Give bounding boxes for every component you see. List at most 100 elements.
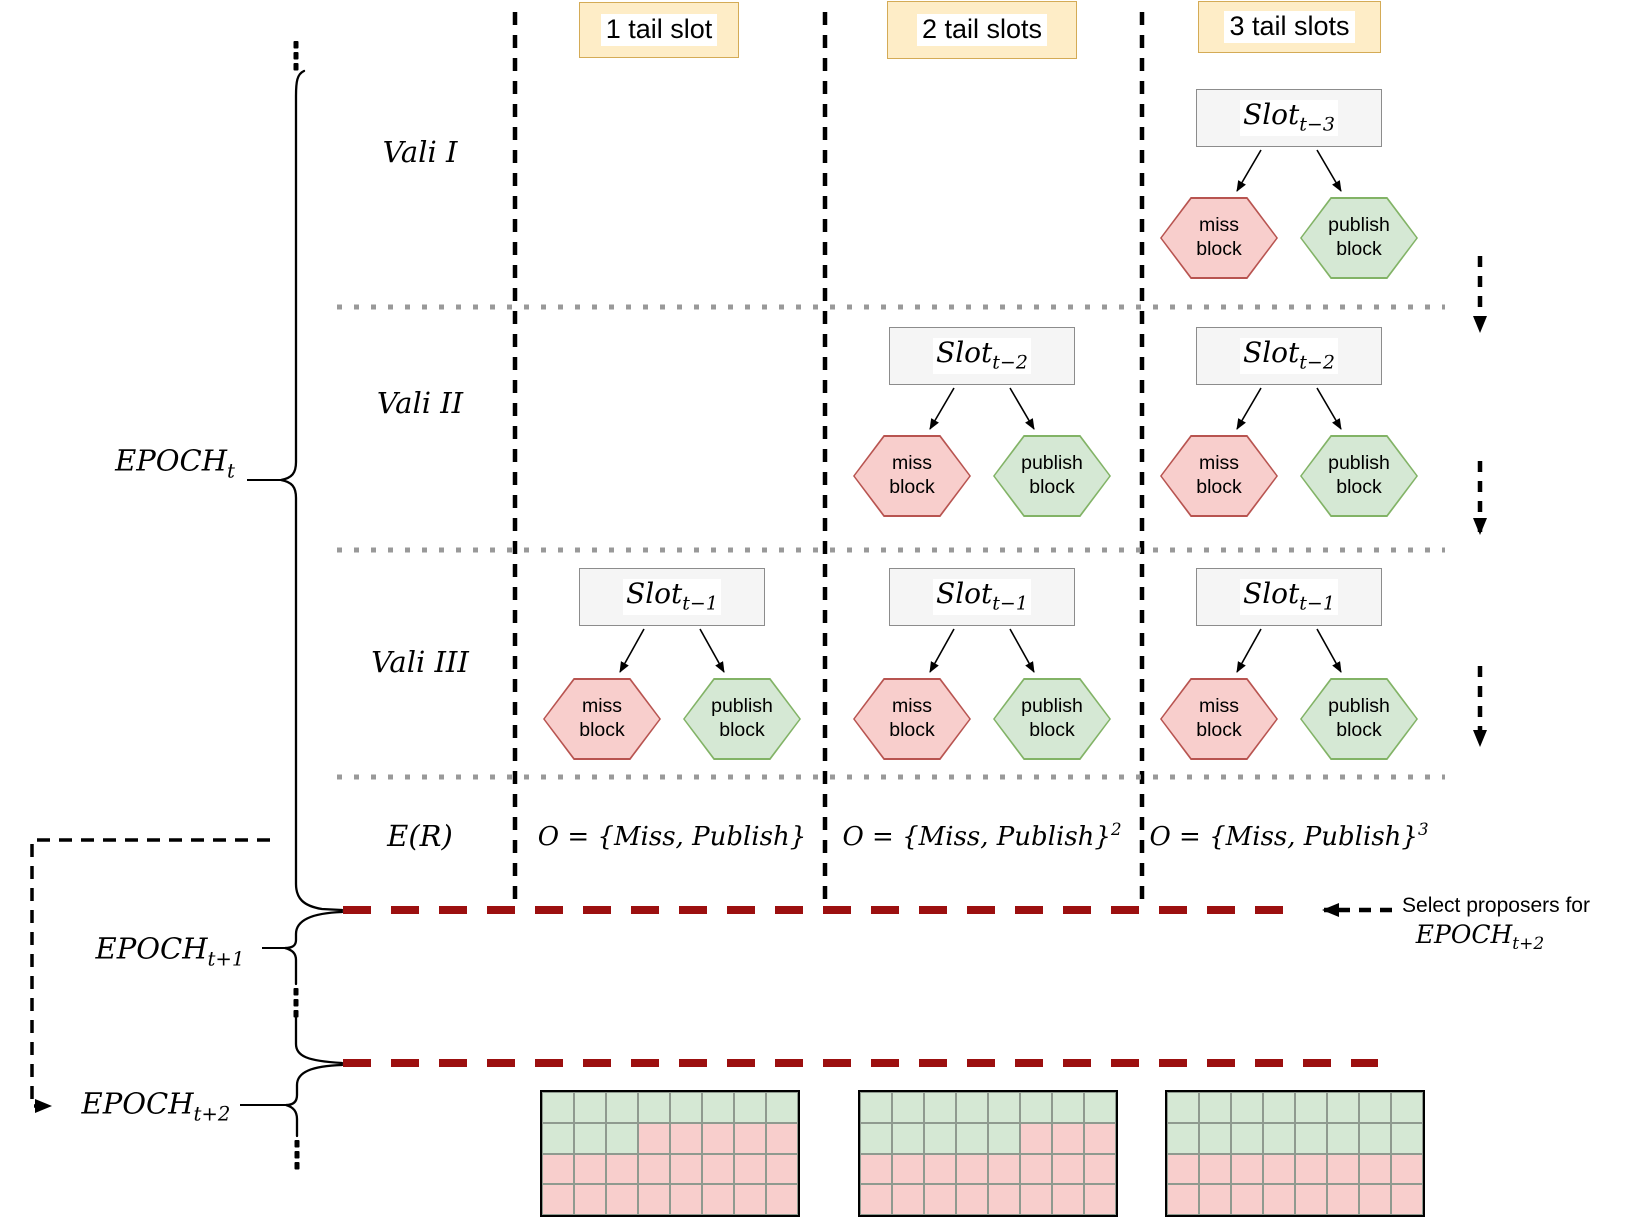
grid-cell-published [574,1122,606,1154]
grid-cell-missed [860,1184,892,1215]
grid-cell-published [1084,1092,1116,1123]
epoch-t1-brace-top [284,910,344,986]
grid-cell-published [1391,1122,1423,1154]
grid-cell-missed [734,1184,766,1215]
grid-cell-missed [1167,1153,1199,1185]
miss-block-hexagon-col2-vali3: miss block [853,678,971,760]
grid-cell-published [1327,1122,1359,1154]
slot-box-col1-vali3: Slott−1 [579,568,765,626]
grid-cell-missed [1231,1153,1263,1185]
grid-cell-missed [892,1153,924,1185]
grid-cell-missed [1084,1153,1116,1185]
grid-cell-missed [670,1184,702,1215]
epoch-t2-brace [285,1063,344,1138]
select-proposers-text: Select proposers for [1402,894,1590,917]
grid-cell-missed [1391,1184,1423,1215]
epoch-t-label: EPOCHt [113,443,237,483]
label-connectors [240,479,286,1106]
grid-cell-published [606,1122,638,1154]
grid-cell-missed [606,1153,638,1185]
outcome-formula-col1: O = {Miss, Publish} [537,821,807,852]
slot-box-col3-vali2: Slott−2 [1196,327,1382,385]
grid-cell-missed [1084,1184,1116,1215]
column-header-label: 1 tail slot [600,14,718,46]
epoch-feedback-loop-arrow [30,838,270,1113]
grid-cell-published [892,1122,924,1154]
grid-cell-missed [1295,1153,1327,1185]
grid-cell-missed [1359,1184,1391,1215]
grid-cell-missed [670,1153,702,1185]
grid-cell-published [1231,1092,1263,1123]
grid-cell-missed [1020,1153,1052,1185]
grid-cell-published [766,1092,798,1123]
grid-cell-missed [766,1184,798,1215]
grid-cell-published [860,1092,892,1123]
grid-cell-published [892,1092,924,1123]
continuation-ellipsis [293,41,300,1170]
miss-block-hexagon-col3-vali1: miss block [1160,197,1278,279]
publish-block-hexagon-col3-vali1: publish block [1300,197,1418,279]
grid-cell-published [542,1092,574,1123]
miss-block-hexagon-col3-vali3: miss block [1160,678,1278,760]
grid-cell-missed [574,1153,606,1185]
grid-cell-missed [606,1184,638,1215]
epoch-t2-label: EPOCHt+2 [79,1086,233,1126]
grid-cell-published [1199,1092,1231,1123]
column-header-label: 2 tail slots [916,14,1048,46]
publish-block-hexagon-col3-vali2: publish block [1300,435,1418,517]
epoch-t1-brace-bottom [294,1016,344,1065]
grid-cell-missed [988,1153,1020,1185]
column-header-3-tail-slots: 3 tail slots [1198,1,1381,53]
grid-cell-published [1263,1122,1295,1154]
miss-block-hexagon-col3-vali2: miss block [1160,435,1278,517]
grid-cell-published [734,1092,766,1123]
slot-box-col3-vali3: Slott−1 [1196,568,1382,626]
grid-cell-published [1052,1092,1084,1123]
grid-cell-published [1167,1092,1199,1123]
row-label-vali-1: Vali I [382,135,458,169]
grid-cell-published [1167,1122,1199,1154]
grid-cell-missed [766,1153,798,1185]
slot-box-col3-vali1: Slott−3 [1196,89,1382,147]
grid-cell-missed [1199,1184,1231,1215]
grid-cell-published [1020,1092,1052,1123]
grid-cell-missed [1199,1153,1231,1185]
grid-cell-missed [924,1153,956,1185]
row-label-vali-3: Vali III [371,645,469,679]
grid-cell-published [924,1122,956,1154]
epoch-t-brace [280,69,344,912]
grid-cell-missed [734,1153,766,1185]
grid-cell-missed [734,1122,766,1154]
grid-cell-missed [1327,1153,1359,1185]
grid-cell-published [1327,1092,1359,1123]
grid-cell-published [1295,1122,1327,1154]
grid-cell-missed [1391,1153,1423,1185]
grid-cell-missed [1052,1184,1084,1215]
grid-cell-missed [638,1122,670,1154]
grid-cell-missed [1167,1184,1199,1215]
slot-box-col2-vali2: Slott−2 [889,327,1075,385]
epoch-t1-label: EPOCHt+1 [93,931,247,971]
grid-cell-missed [702,1122,734,1154]
grid-cell-published [1359,1092,1391,1123]
grid-cell-missed [924,1184,956,1215]
grid-cell-missed [542,1153,574,1185]
miss-block-hexagon-col1-vali3: miss block [543,678,661,760]
grid-cell-missed [1295,1184,1327,1215]
grid-cell-missed [892,1184,924,1215]
column-header-label: 3 tail slots [1224,11,1355,43]
grid-cell-missed [638,1153,670,1185]
select-proposers-epoch-label: EPOCHt+2 [1413,920,1547,954]
publish-block-hexagon-col2-vali2: publish block [993,435,1111,517]
grid-cell-missed [1084,1122,1116,1154]
grid-cell-published [1263,1092,1295,1123]
row-label-vali-2: Vali II [376,386,464,420]
grid-cell-published [670,1092,702,1123]
slot-box-col2-vali3: Slott−1 [889,568,1075,626]
grid-cell-published [956,1092,988,1123]
grid-cell-missed [860,1153,892,1185]
grid-cell-published [638,1092,670,1123]
grid-cell-published [574,1092,606,1123]
